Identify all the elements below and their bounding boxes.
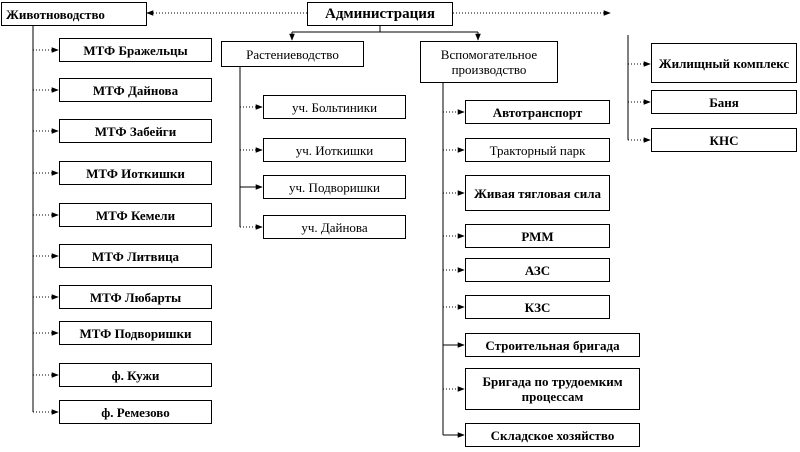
- node-housing-item: Жилищный комплекс: [651, 43, 797, 83]
- node-auxiliary-item: АЗС: [465, 258, 610, 282]
- node-auxiliary: Вспомогательное производство: [420, 41, 558, 83]
- housing-branches: [628, 61, 651, 143]
- node-livestock-item: МТФ Подворишки: [59, 321, 212, 345]
- node-livestock-item: МТФ Любарты: [59, 285, 212, 309]
- node-livestock-item: ф. Кужи: [59, 363, 212, 387]
- node-auxiliary-item: Бригада по трудоемким процессам: [465, 368, 640, 410]
- node-livestock-item: ф. Ремезово: [59, 400, 212, 424]
- node-administration: Администрация: [307, 2, 453, 26]
- crops-branches: [240, 104, 263, 230]
- node-livestock-item: МТФ Дайнова: [59, 78, 212, 102]
- node-crops: Растениеводство: [221, 41, 364, 67]
- node-auxiliary-item: Строительная бригада: [465, 333, 640, 357]
- node-housing-item: КНС: [651, 128, 797, 152]
- node-livestock-item: МТФ Забейги: [59, 119, 212, 143]
- node-crops-item: уч. Иоткишки: [263, 138, 406, 162]
- node-auxiliary-item: Тракторный парк: [465, 138, 610, 162]
- node-livestock: Животноводство: [1, 2, 147, 26]
- node-auxiliary-item: Автотранспорт: [465, 100, 610, 124]
- node-livestock-item: МТФ Иоткишки: [59, 161, 212, 185]
- node-livestock-item: МТФ Кемели: [59, 203, 212, 227]
- node-livestock-item: МТФ Бражельцы: [59, 38, 212, 62]
- node-livestock-item: МТФ Литвица: [59, 244, 212, 268]
- node-auxiliary-item: Складское хозяйство: [465, 423, 640, 447]
- node-auxiliary-item: Живая тягловая сила: [465, 175, 610, 211]
- node-auxiliary-item: РММ: [465, 224, 610, 248]
- node-auxiliary-item: КЗС: [465, 295, 610, 319]
- node-crops-item: уч. Дайнова: [263, 215, 406, 239]
- livestock-branches: [33, 47, 59, 415]
- node-crops-item: уч. Подворишки: [263, 175, 406, 199]
- node-crops-item: уч. Больтиники: [263, 95, 406, 119]
- auxiliary-branches: [443, 109, 465, 438]
- node-housing-item: Баня: [651, 90, 797, 114]
